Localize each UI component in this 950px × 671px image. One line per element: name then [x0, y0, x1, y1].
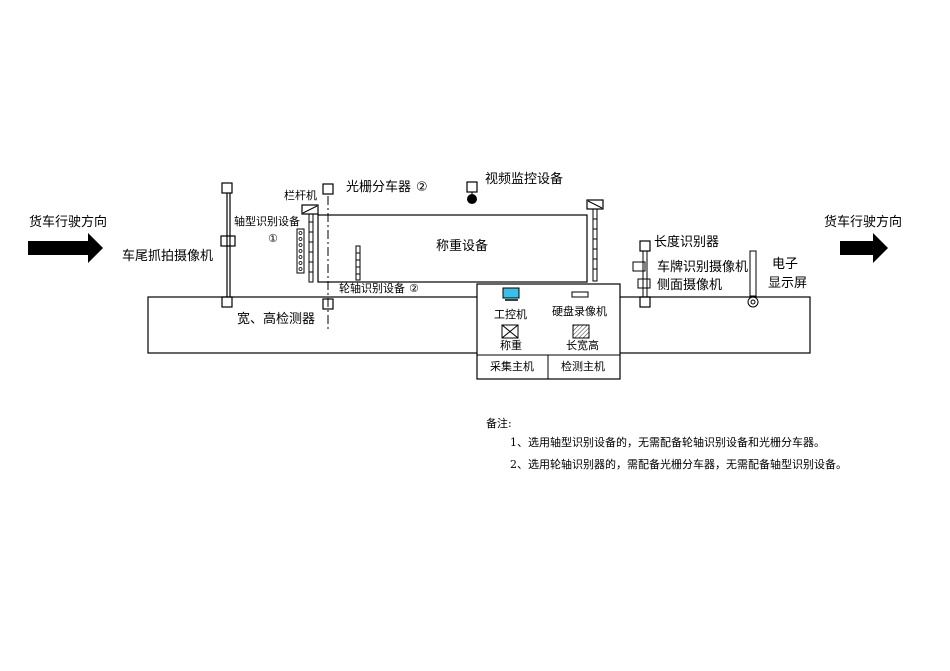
weighing-platform — [317, 214, 588, 283]
notes-line-1: 1、选用轴型识别设备的，无需配备轮轴识别设备和光栅分车器。 — [510, 436, 825, 449]
side-camera-label: 侧面摄像机 — [657, 278, 723, 293]
electronic-display-icon — [747, 250, 759, 308]
notes-line-2: 2、选用轮轴识别器的，需配备光栅分车器，无需配备轴型识别设备。 — [510, 458, 847, 471]
right-barrier-gate-icon — [586, 199, 604, 282]
wheel-axle-marker: ② — [409, 282, 419, 295]
light-curtain-bottom-icon — [322, 298, 334, 310]
plate-camera-label: 车牌识别摄像机 — [657, 260, 749, 275]
light-curtain-top-icon — [322, 183, 334, 195]
tail-camera-icon — [220, 182, 236, 308]
light-curtain-marker: ② — [416, 180, 428, 195]
barrier-label: 栏杆机 — [284, 189, 317, 202]
wheel-axle-device-label: 轮轴识别设备 — [339, 282, 405, 295]
dimension-module-icon — [572, 324, 590, 339]
tail-camera-label: 车尾抓拍摄像机 — [122, 249, 214, 264]
direction-arrow-right — [840, 233, 888, 263]
light-curtain-label: 光栅分车器 — [346, 180, 412, 195]
display-label-line2: 显示屏 — [768, 276, 808, 291]
hdd-recorder-icon — [571, 291, 589, 298]
hdd-recorder-label: 硬盘录像机 — [552, 305, 607, 318]
video-monitor-camera-icon — [466, 181, 478, 204]
wheel-axle-sensor-icon — [355, 245, 361, 281]
right-camera-pole-icon — [632, 240, 651, 308]
industrial-pc-label: 工控机 — [494, 308, 527, 321]
notes-title: 备注: — [486, 417, 512, 430]
direction-arrow-left — [28, 233, 103, 263]
weighing-module-icon — [501, 324, 519, 339]
collect-host-label: 采集主机 — [490, 360, 534, 373]
axle-sensor-strip-icon — [296, 228, 305, 274]
video-monitor-label: 视频监控设备 — [485, 172, 564, 187]
axle-type-device-label: 轴型识别设备 — [234, 215, 300, 228]
dimension-module-label: 长宽高 — [566, 339, 599, 352]
industrial-pc-icon — [502, 287, 520, 301]
barrier-gate-icon — [301, 204, 319, 283]
display-label-line1: 电子 — [772, 257, 799, 272]
length-detector-label: 长度识别器 — [654, 235, 720, 250]
direction-label-right: 货车行驶方向 — [824, 215, 903, 230]
weighing-module-label: 称重 — [500, 339, 522, 352]
weighing-device-label: 称重设备 — [436, 239, 489, 254]
direction-label-left: 货车行驶方向 — [29, 215, 108, 230]
width-height-detector-label: 宽、高检测器 — [237, 312, 316, 327]
marker-1-label: ① — [268, 232, 278, 245]
detect-host-label: 检测主机 — [561, 360, 605, 373]
